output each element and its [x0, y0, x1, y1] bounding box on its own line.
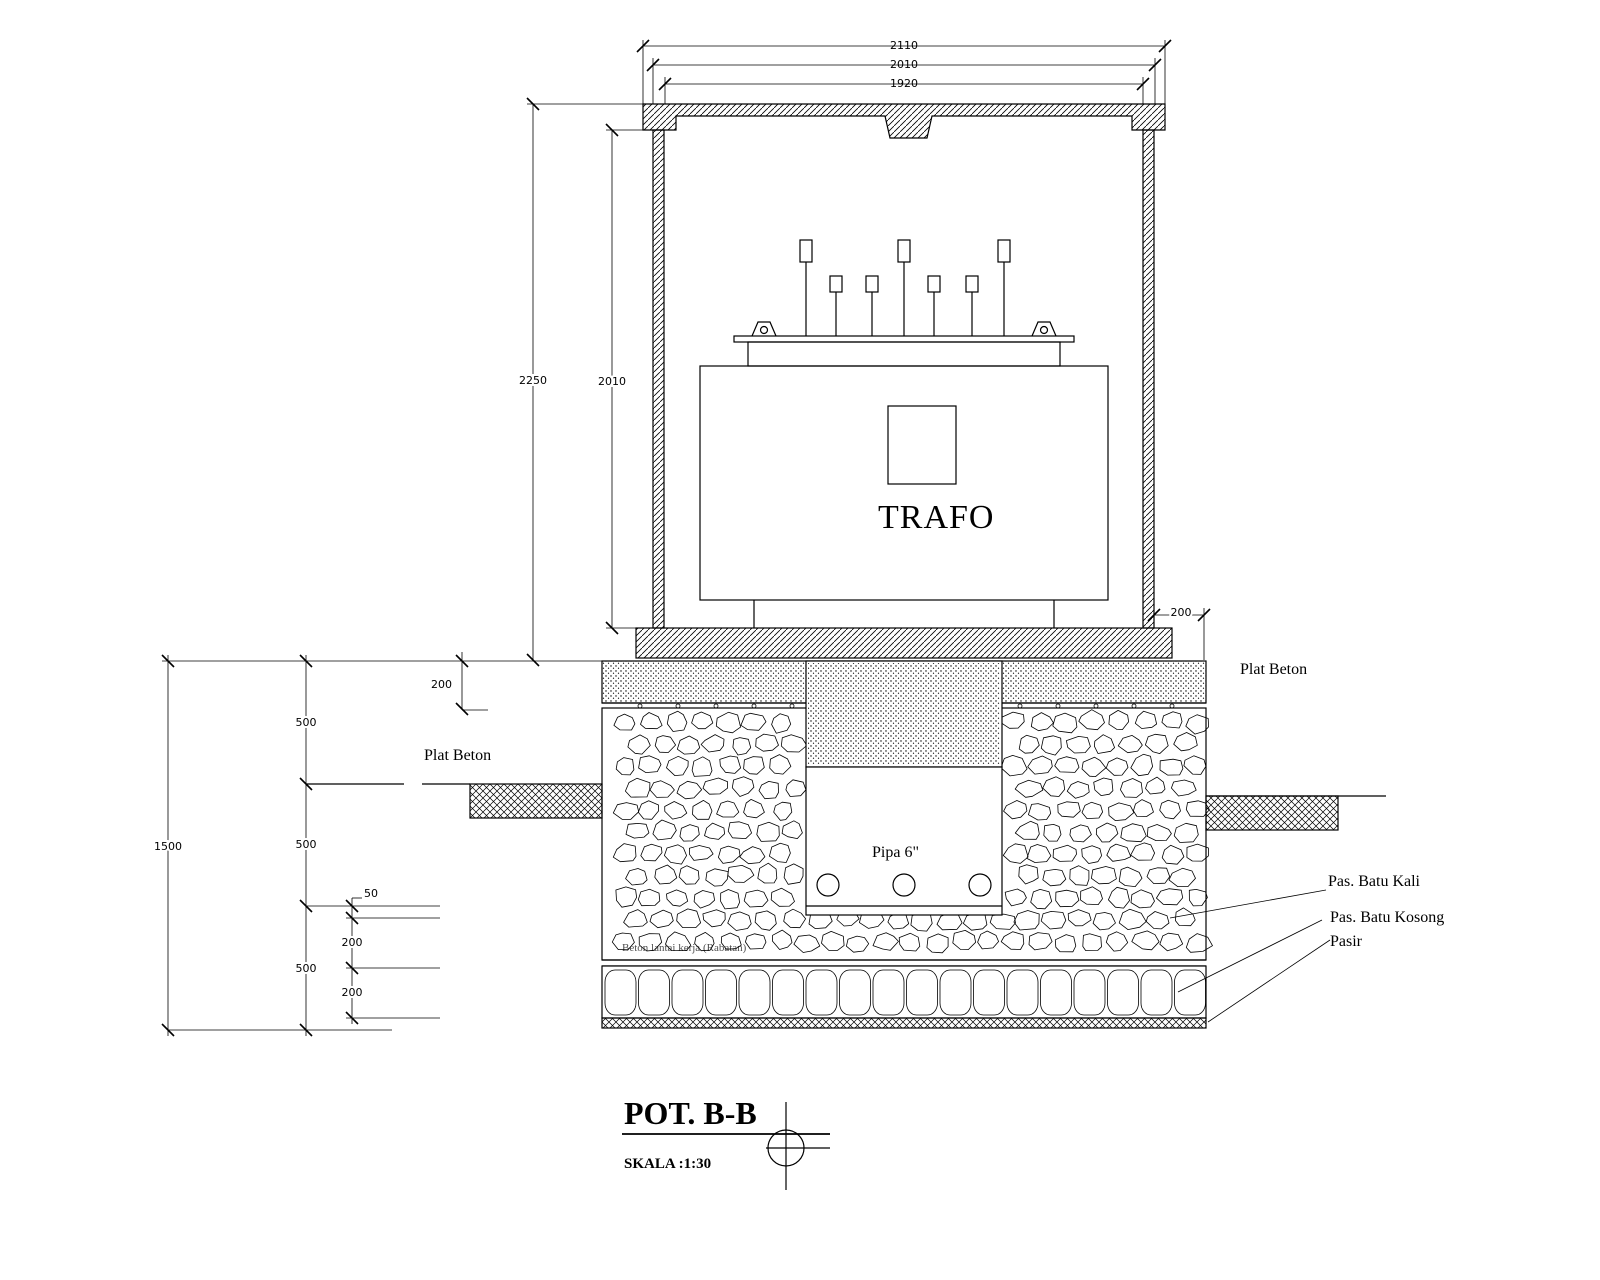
depth-dimensions: 200 1500 500 500 500 50 200 200: [152, 652, 602, 1037]
dim-top-middle: 2010: [890, 58, 918, 71]
dim-top-inner: 1920: [890, 77, 918, 90]
material-labels: Plat Beton Plat Beton Pas. Batu Kali Pas…: [424, 661, 1444, 1023]
dim-detail-200-b: 200: [342, 986, 363, 999]
trafo-label: TRAFO: [878, 499, 994, 536]
scale-label: SKALA :1:30: [624, 1156, 711, 1172]
transformer-housing: 200: [635, 103, 1211, 660]
pipe-label: Pipa 6": [872, 844, 919, 861]
pas-batu-kali-label: Pas. Batu Kali: [1328, 873, 1421, 890]
pas-batu-kosong-label: Pas. Batu Kosong: [1330, 909, 1444, 926]
dim-depth-layer-3: 500: [296, 962, 317, 975]
plat-beton-right-label: Plat Beton: [1240, 661, 1307, 678]
pasir-label: Pasir: [1330, 933, 1363, 950]
dim-depth-layer-1: 500: [296, 716, 317, 729]
working-concrete-label: Beton lantai kerja (Rabatan): [622, 942, 747, 954]
left-height-dimensions: 2250 2010: [517, 97, 653, 667]
plat-beton-left-label: Plat Beton: [424, 747, 491, 764]
transformer: TRAFO: [699, 239, 1109, 628]
dim-detail-50: 50: [364, 887, 378, 900]
dim-inner-height: 2010: [598, 375, 626, 388]
section-title: POT. B-B: [624, 1095, 757, 1131]
dim-depth-layer-2: 500: [296, 838, 317, 851]
foundation: Pipa 6" Beton lantai kerja (Rabatan): [306, 660, 1386, 1029]
rubble-stone-masonry: [611, 709, 1213, 954]
top-dimensions: 2110 2010 1920: [636, 39, 1172, 104]
dim-plinth-offset: 200: [1171, 606, 1192, 619]
dry-stone-layer: [604, 969, 1206, 1016]
title-block: POT. B-B SKALA :1:30: [622, 1095, 830, 1190]
dim-slab-thickness: 200: [431, 678, 452, 691]
dim-total-height: 2250: [519, 374, 547, 387]
dim-top-overall: 2110: [890, 39, 918, 52]
dim-depth-total: 1500: [154, 840, 182, 853]
dim-detail-200-a: 200: [342, 936, 363, 949]
